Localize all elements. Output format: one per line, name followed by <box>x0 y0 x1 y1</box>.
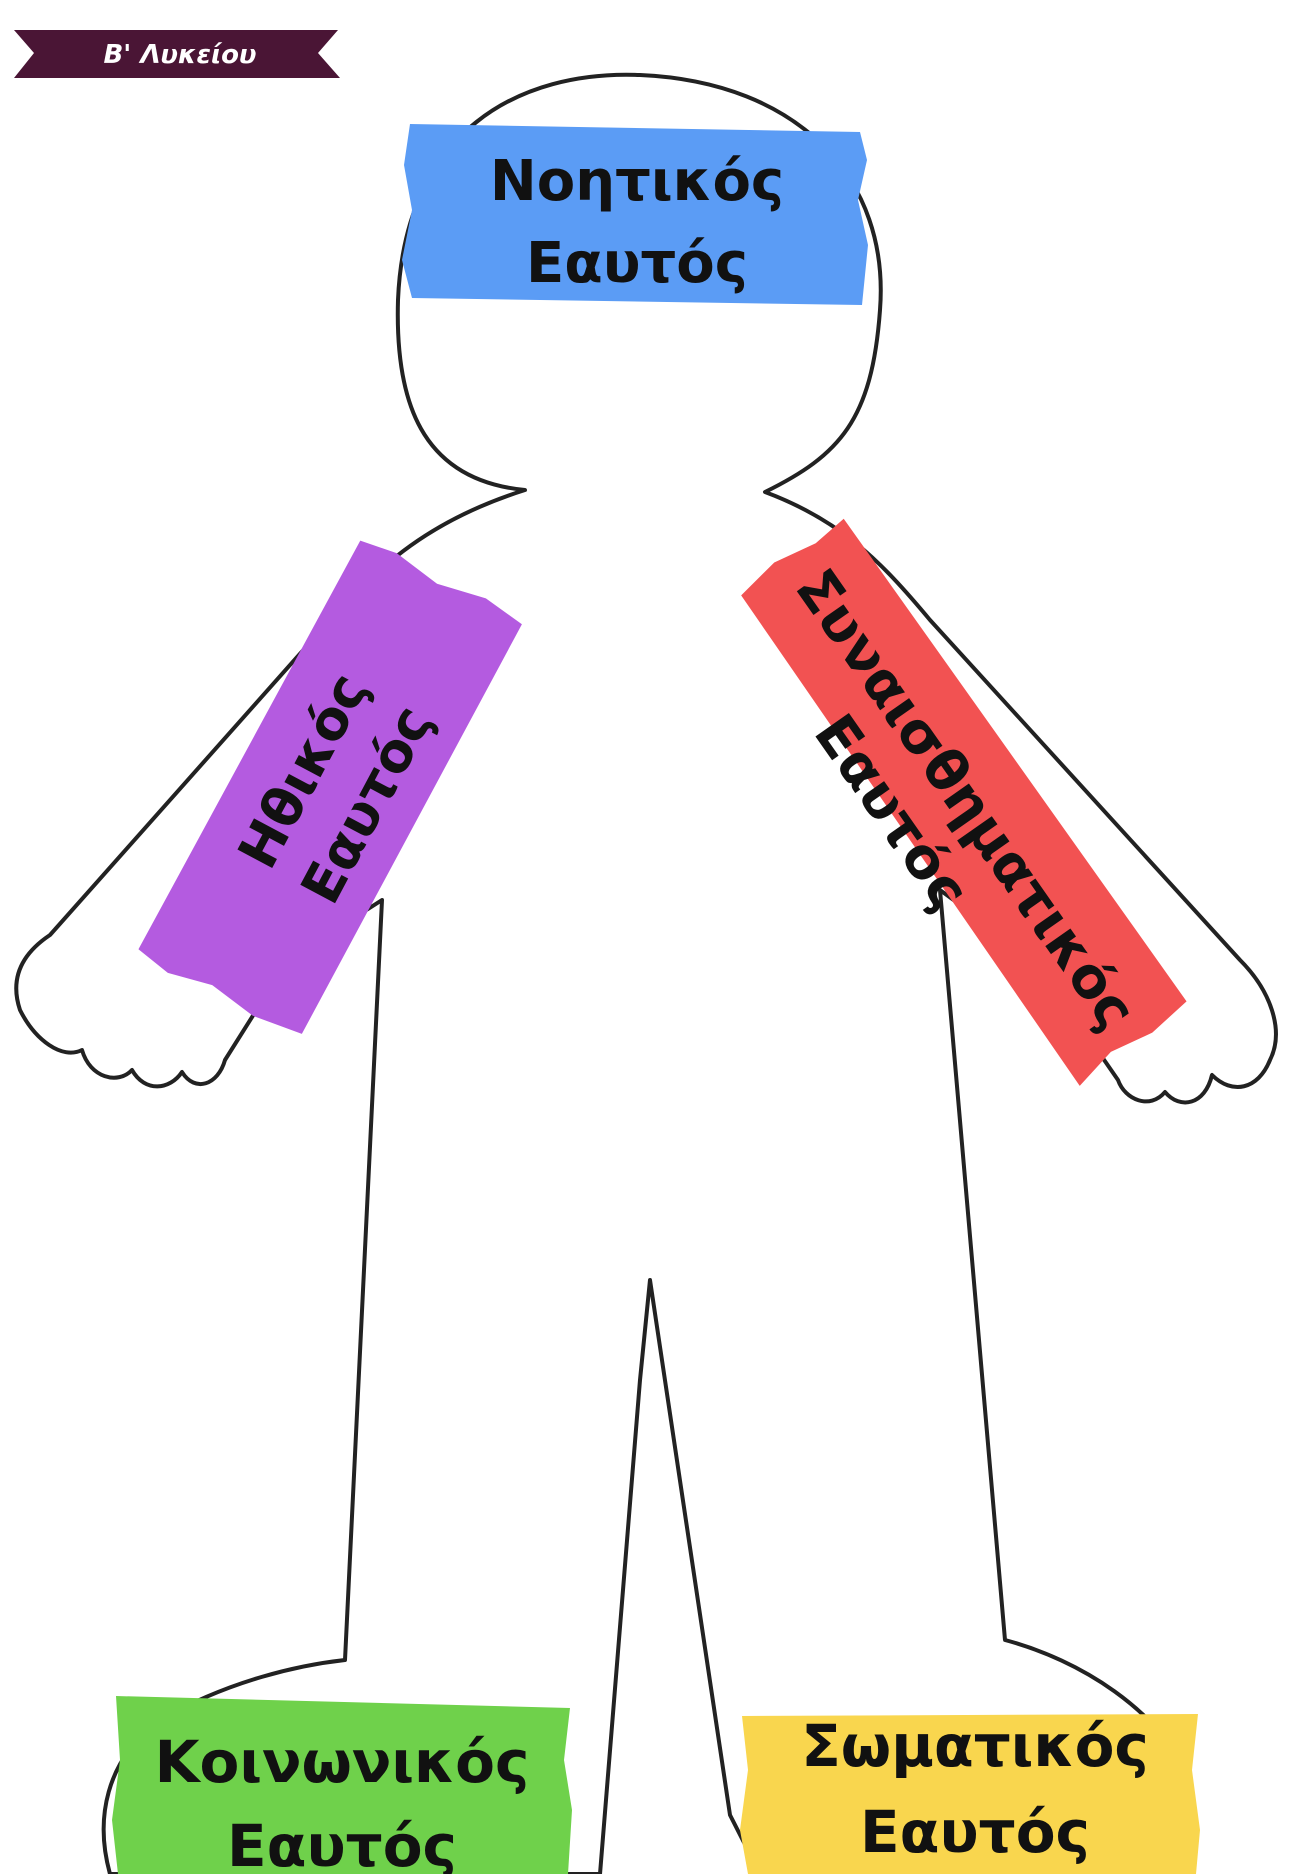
mental-self-line2: Εαυτός <box>526 231 748 296</box>
label-physical-self: Σωματικός Εαυτός <box>740 1712 1200 1874</box>
label-social-self: Κοινωνικός Εαυτός <box>112 1696 572 1874</box>
label-mental-self: Νοητικός Εαυτός <box>402 124 868 305</box>
social-self-line2: Εαυτός <box>227 1812 457 1874</box>
physical-self-line1: Σωματικός <box>801 1712 1149 1780</box>
social-self-line1: Κοινωνικός <box>155 1728 530 1796</box>
corner-tag-label: Β' Λυκείου <box>103 40 256 70</box>
corner-tag: Β' Λυκείου <box>14 30 340 78</box>
mental-self-line1: Νοητικός <box>490 149 784 214</box>
physical-self-line2: Εαυτός <box>860 1798 1090 1866</box>
